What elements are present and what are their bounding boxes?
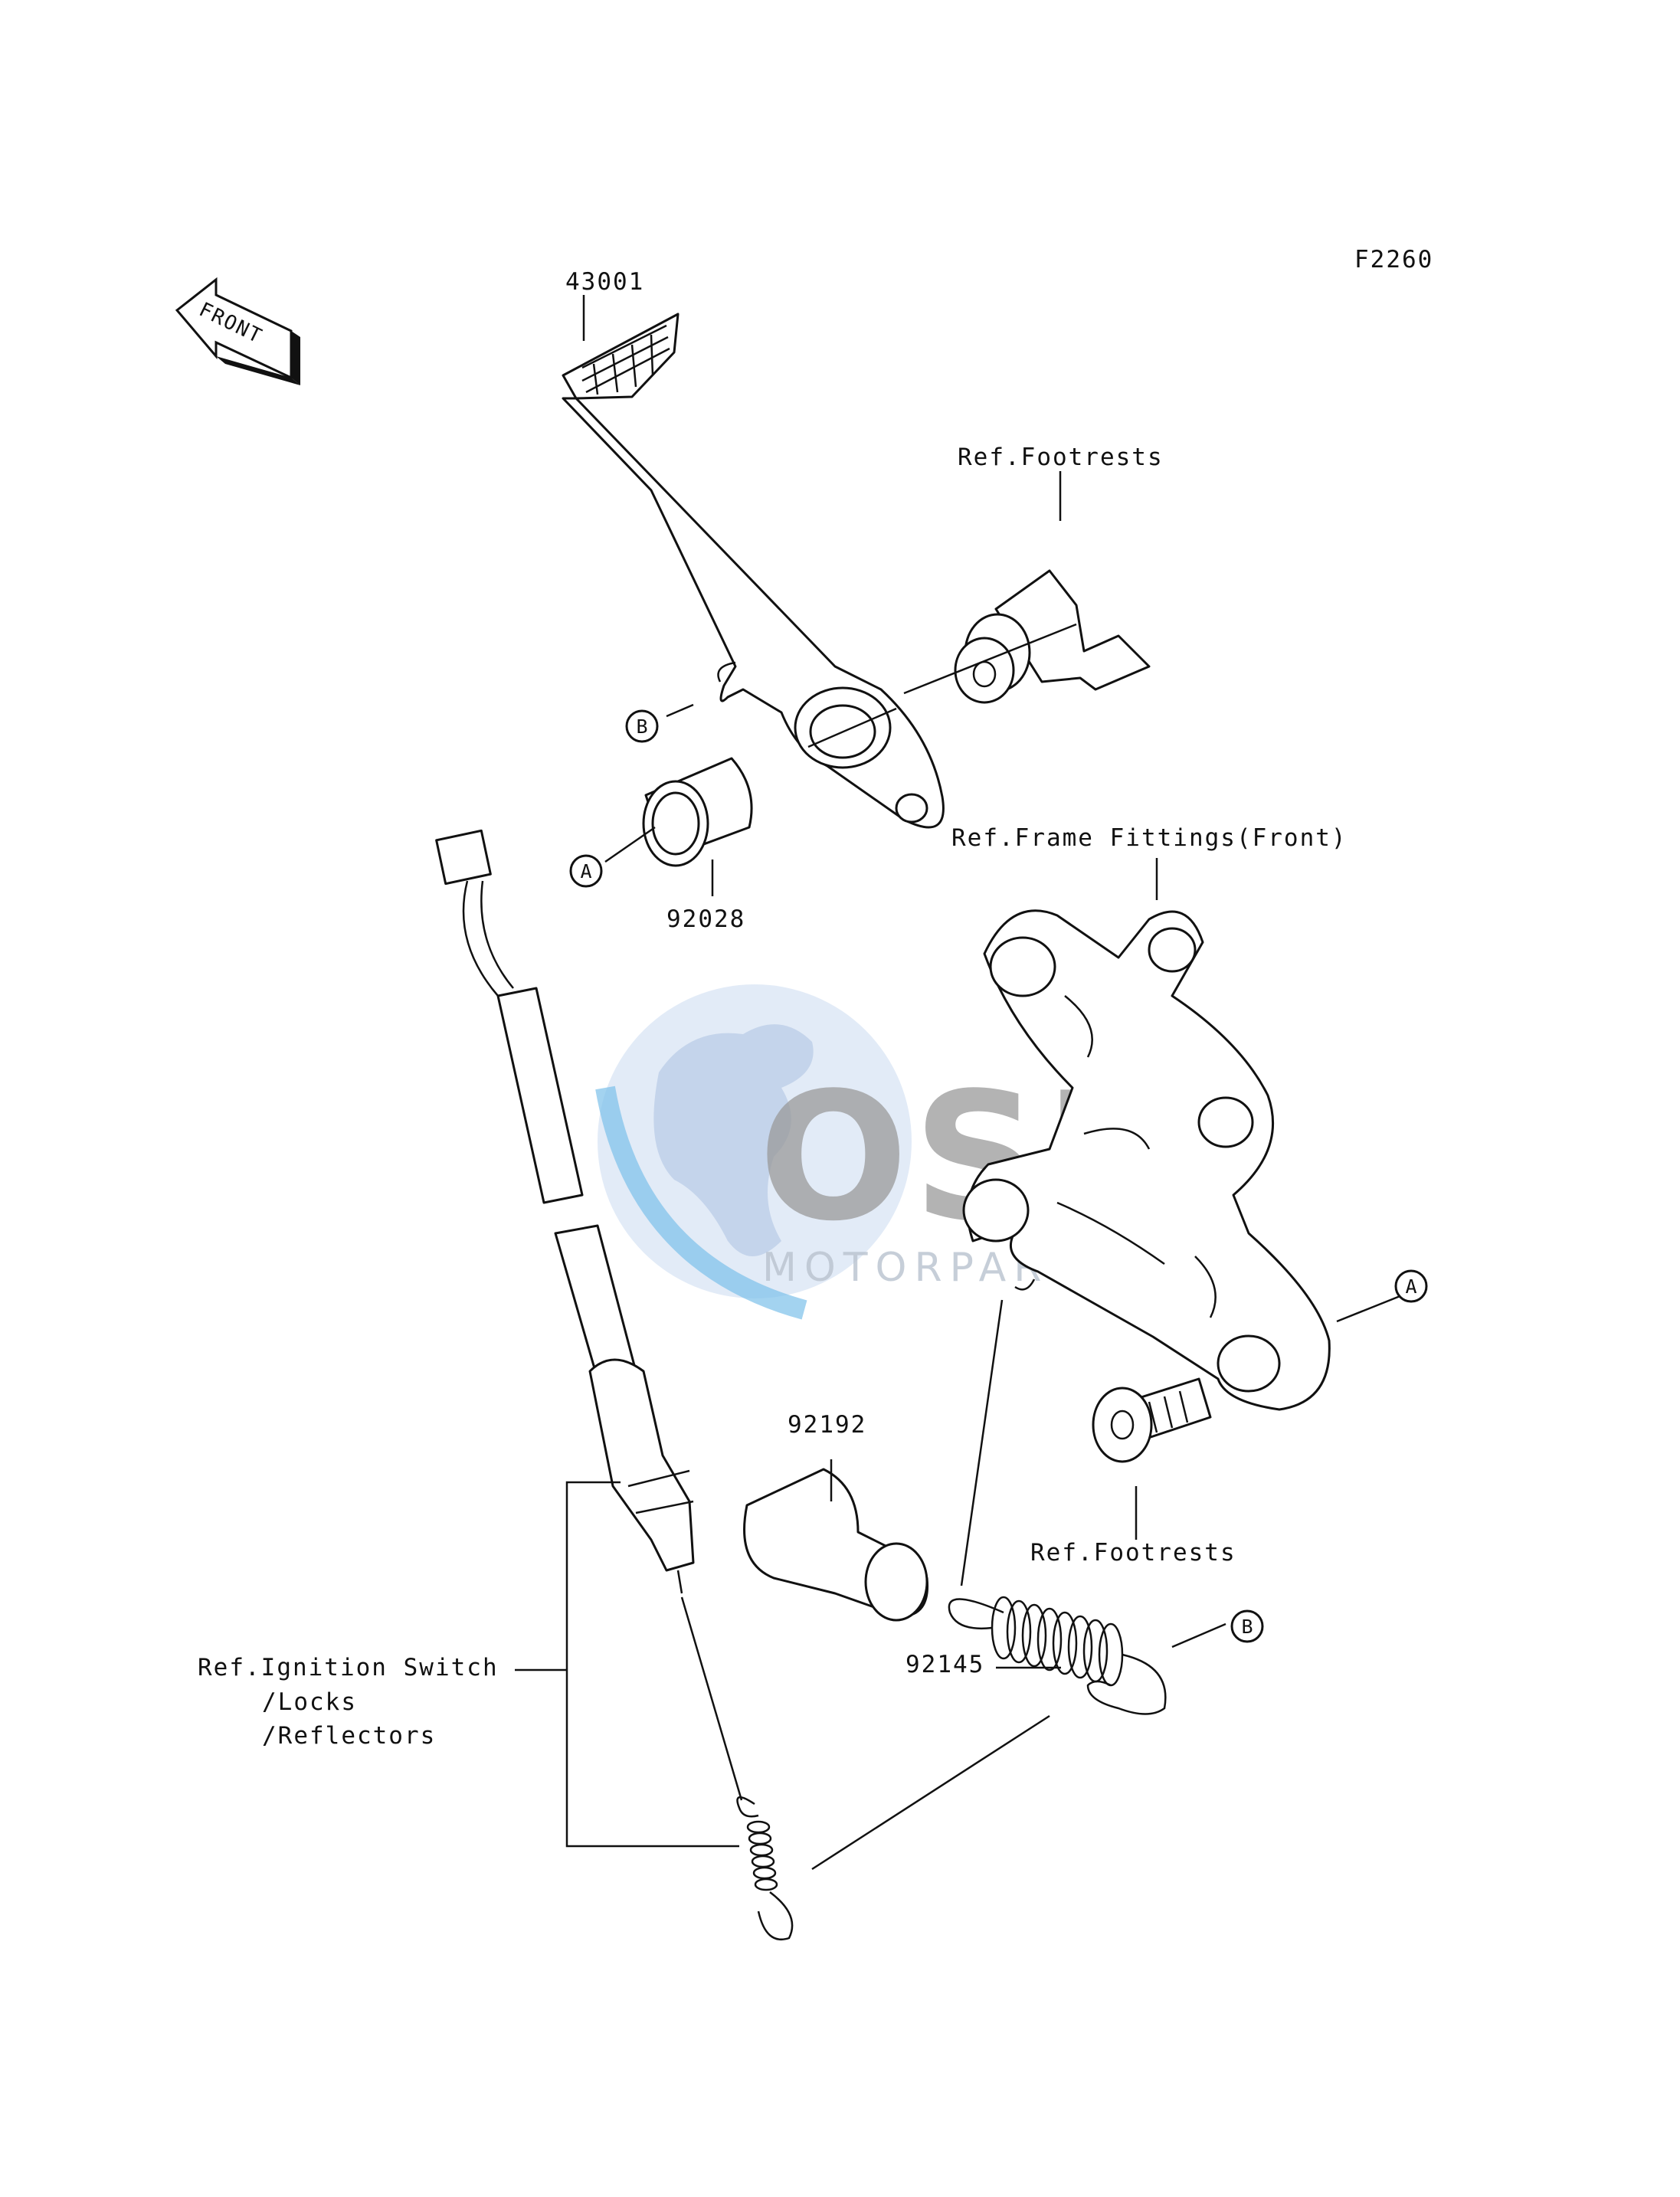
ref-footrests-top: Ref.Footrests — [958, 444, 1164, 471]
svg-text:B: B — [1241, 1616, 1253, 1638]
callout-a-left: A — [569, 854, 603, 888]
part-number-collar: 92028 — [666, 905, 745, 933]
svg-text:B: B — [636, 715, 647, 738]
brake-light-switch — [435, 829, 695, 1594]
brake-pedal — [562, 313, 945, 829]
footrest-bolt — [1092, 1377, 1212, 1463]
watermark-globe-land — [653, 1024, 814, 1256]
callout-a-right: A — [1394, 1269, 1428, 1303]
svg-text:A: A — [1405, 1275, 1416, 1298]
ref-ignition-locks: /Locks — [262, 1688, 357, 1716]
switch-spring — [736, 1796, 794, 1940]
callout-b-bottom: B — [1230, 1609, 1264, 1643]
watermark-swoosh — [595, 1085, 807, 1320]
svg-text:A: A — [580, 860, 591, 882]
collar — [642, 757, 753, 867]
part-number-brake-pedal: 43001 — [565, 268, 644, 296]
sleeve — [743, 1468, 929, 1622]
leader-lines — [515, 295, 1414, 1871]
part-number-spring: 92145 — [905, 1651, 984, 1678]
spring — [948, 1596, 1167, 1715]
callout-b-top: B — [625, 709, 659, 743]
footrest-bracket — [954, 569, 1151, 704]
ref-frame-fittings: Ref.Frame Fittings(Front) — [951, 824, 1348, 852]
frame-fitting — [962, 909, 1331, 1411]
ref-ignition-reflectors: /Reflectors — [262, 1722, 436, 1750]
front-arrow: FRONT — [175, 277, 300, 385]
part-number-sleeve: 92192 — [788, 1411, 866, 1439]
diagram-code: F2260 — [1354, 246, 1433, 273]
ref-footrests-bottom: Ref.Footrests — [1030, 1539, 1236, 1567]
ref-ignition-switch: Ref.Ignition Switch — [198, 1654, 499, 1681]
